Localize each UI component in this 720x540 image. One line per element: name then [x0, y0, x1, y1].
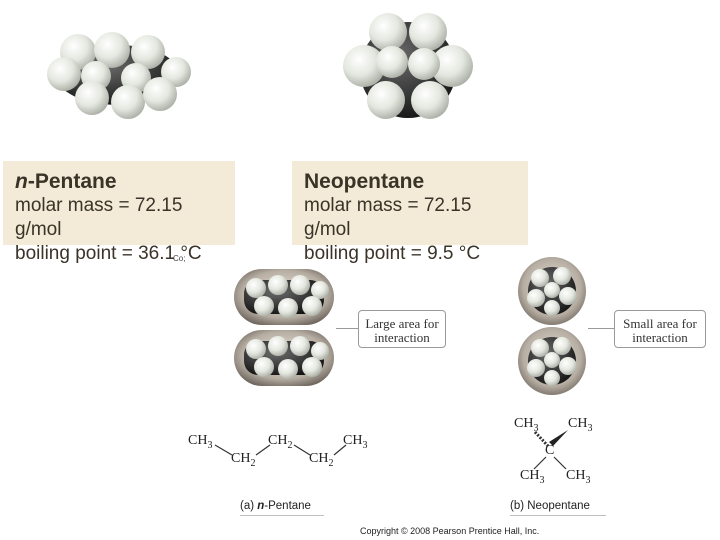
neo-ch3-top-left: CH3 [514, 416, 538, 434]
neopentane-title: Neopentane [304, 169, 516, 194]
neopentane-molar-mass: molar mass = 72.15 g/mol [304, 194, 516, 242]
n-pentane-molar-mass: molar mass = 72.15 g/mol [15, 194, 223, 242]
n-pentane-interaction-model [234, 269, 334, 386]
n-pentane-title: n-Pentane [15, 169, 223, 194]
small-area-callout: Small area for interaction [614, 310, 706, 348]
neopentane-boiling-point: boiling point = 9.5 °C [304, 242, 516, 266]
n-pentane-boiling-point: boiling point = 36.1 °C [15, 242, 223, 266]
fragment-text: Co; [173, 254, 185, 263]
neo-ch3-bottom-right: CH3 [566, 468, 590, 486]
small-area-leader [588, 328, 614, 329]
neo-ch3-bottom-left: CH3 [520, 468, 544, 486]
neo-ch3-top-right: CH3 [568, 416, 592, 434]
n-pentane-model [47, 32, 191, 119]
neopentane-info-box: Neopentane molar mass = 72.15 g/mol boil… [292, 161, 528, 245]
large-area-callout: Large area for interaction [358, 310, 446, 348]
c4-label: CH2 [309, 451, 333, 469]
caption-a: (a) n-Pentane [240, 500, 324, 516]
neo-center-carbon: C [545, 443, 554, 459]
large-area-leader [336, 328, 358, 329]
caption-b: (b) Neopentane [510, 500, 606, 516]
c1-label: CH3 [188, 433, 212, 451]
neopentane-model [343, 13, 473, 119]
c5-label: CH3 [343, 433, 367, 451]
c3-label: CH2 [268, 433, 292, 451]
c2-label: CH2 [231, 451, 255, 469]
n-pentane-info-box: n-Pentane molar mass = 72.15 g/mol boili… [3, 161, 235, 245]
neopentane-interaction-model [518, 257, 586, 395]
copyright-notice: Copyright © 2008 Pearson Prentice Hall, … [360, 526, 539, 536]
